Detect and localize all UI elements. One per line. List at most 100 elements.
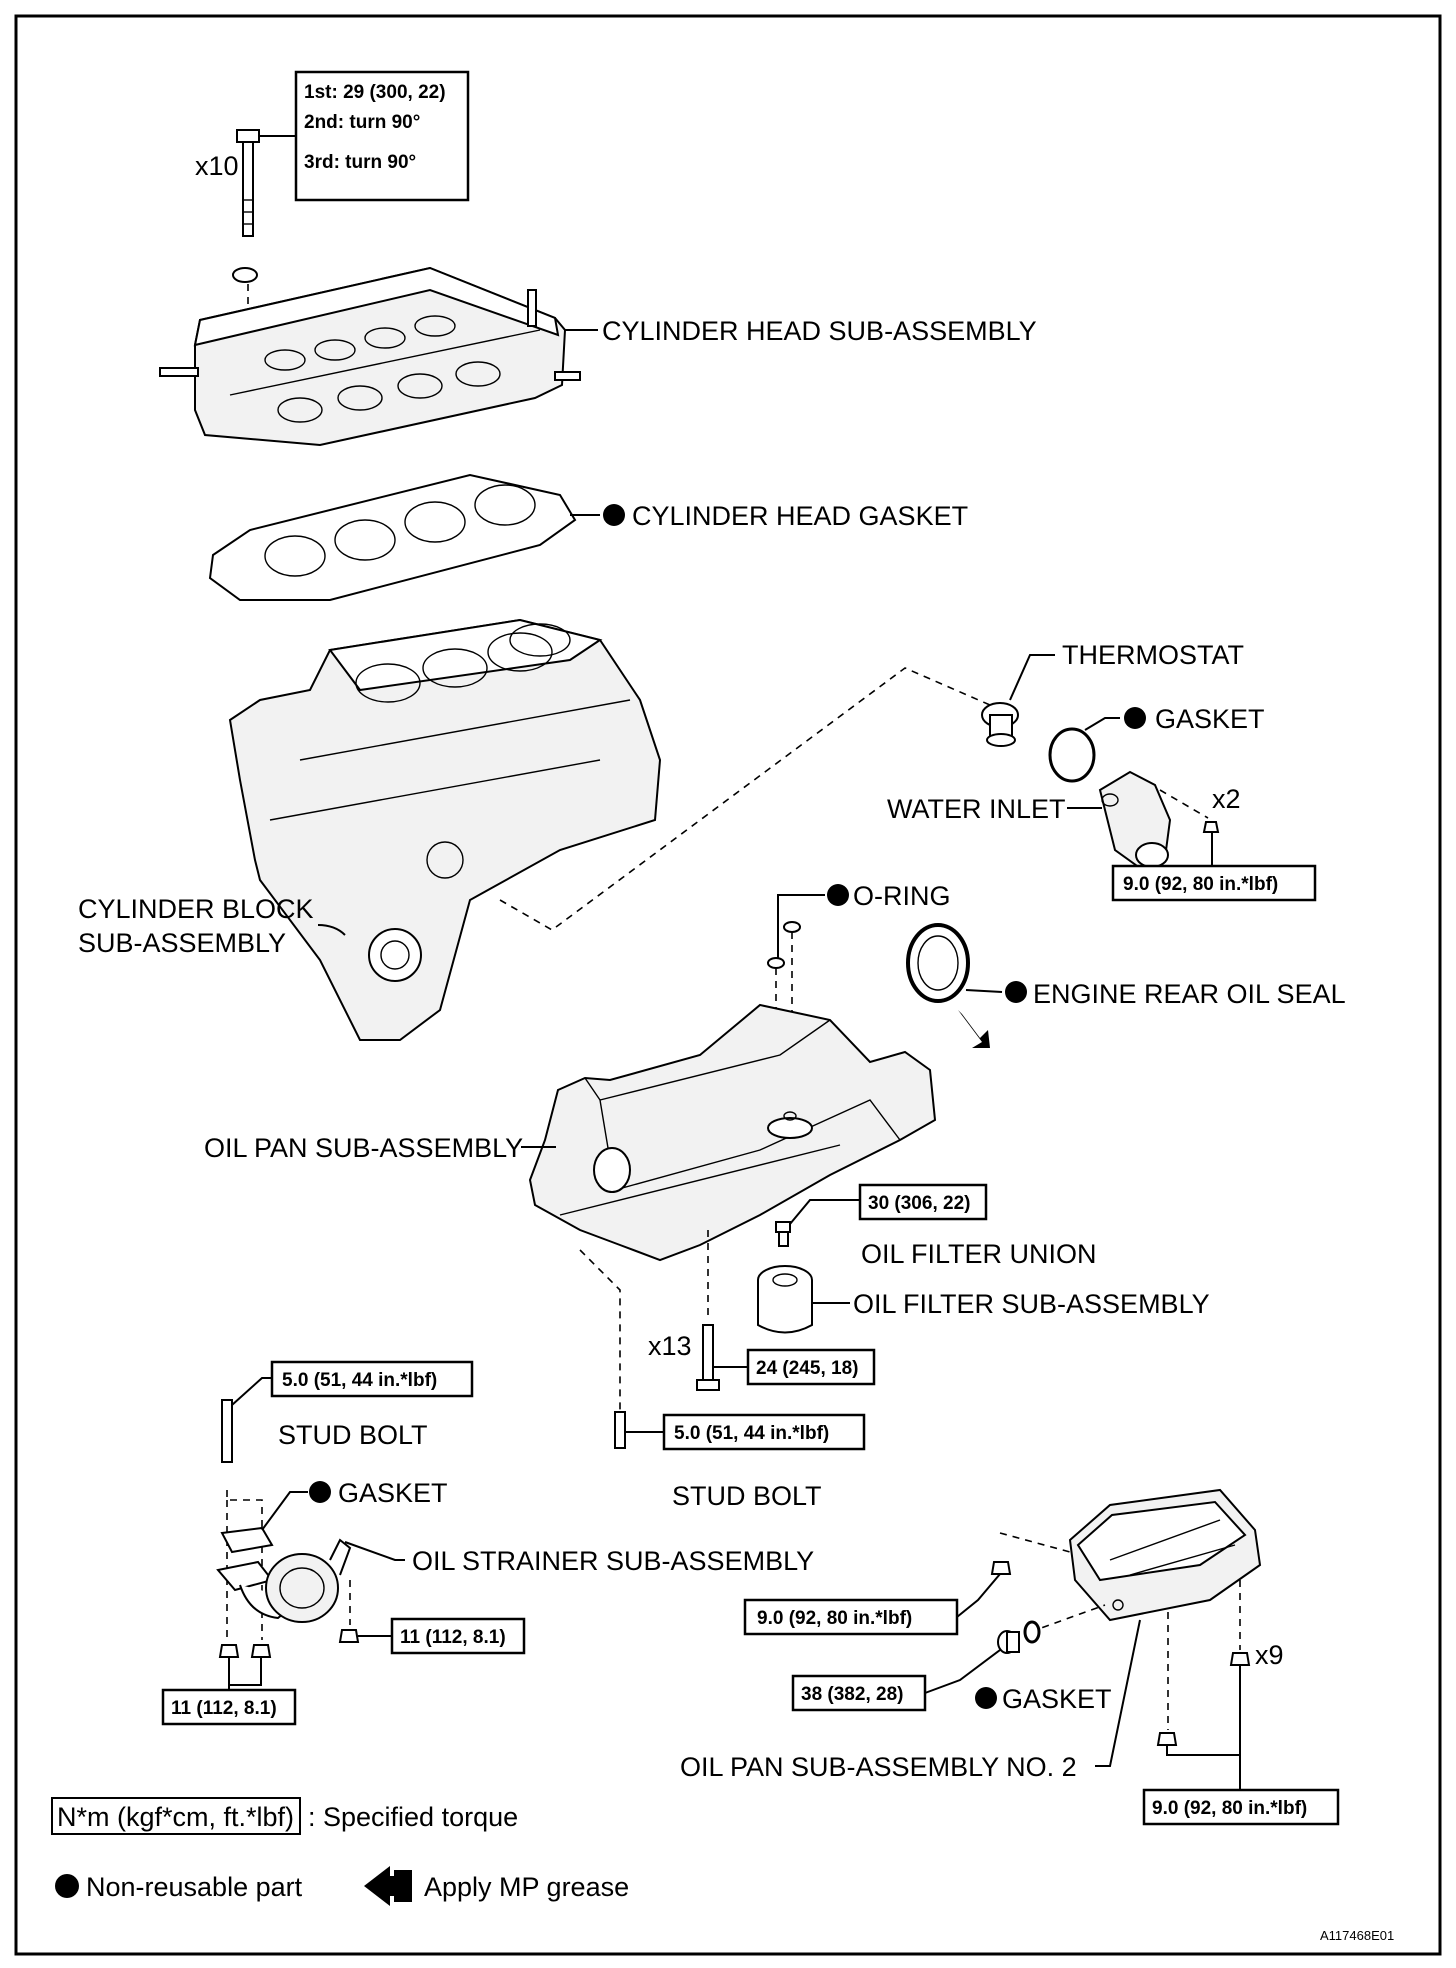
diagram-frame (14, 14, 1442, 1956)
o-ring-icon-b (767, 957, 785, 969)
center-stud-label: STUD BOLT (672, 1481, 822, 1511)
drain-plug-leader (924, 1649, 1001, 1694)
oil-pan-bolt-torque: 24 (245, 18) (756, 1358, 858, 1379)
head-bolt-step-3: 3rd: turn 90° (304, 152, 416, 173)
oil-strainer-label: OIL STRAINER SUB-ASSEMBLY (412, 1546, 814, 1576)
oil-strainer-leader (344, 1541, 405, 1561)
oil-filter-union-icon (775, 1221, 791, 1247)
pan-no2-left-bolt-icon (990, 1561, 1012, 1575)
center-stud-torque: 5.0 (51, 44 in.*lbf) (674, 1423, 829, 1444)
drain-plug-icon (997, 1630, 1020, 1654)
head-gasket-nonreusable-icon (603, 504, 625, 526)
figure-code: A117468E01 (1320, 1928, 1394, 1943)
legend-torque-box (51, 1797, 301, 1835)
water-inlet-label: WATER INLET (887, 794, 1066, 824)
left-stud-torque-box (270, 1360, 474, 1398)
head-bolt-washer-icon (232, 267, 258, 283)
legend-nonreusable-label: Non-reusable part (86, 1872, 303, 1902)
strainer-nut-torque-box (161, 1688, 297, 1726)
strainer-nut-leader-a (228, 1657, 262, 1686)
left-stud-torque: 5.0 (51, 44 in.*lbf) (282, 1370, 437, 1391)
water-passage-guide (499, 667, 991, 931)
water-inlet-torque-box (1111, 864, 1317, 902)
strainer-nut-torque: 11 (112, 8.1) (171, 1698, 277, 1719)
rear-oil-seal-inner-icon (917, 935, 959, 991)
strainer-bracket-torque-box (390, 1617, 526, 1655)
cylinder-head-gasket-icon (208, 473, 577, 601)
left-stud-label: STUD BOLT (278, 1420, 428, 1450)
drain-plug-torque: 38 (382, 28) (801, 1684, 903, 1705)
oil-filter-union-leader (789, 1199, 860, 1225)
oil-pan-no2-icon (1068, 1488, 1262, 1622)
water-inlet-qty: x2 (1212, 784, 1241, 814)
water-inlet-torque: 9.0 (92, 80 in.*lbf) (1123, 874, 1278, 895)
thermostat-gasket-icon (1048, 727, 1096, 783)
pan-no2-guide-left (999, 1532, 1071, 1553)
legend-grease-arrow-head-icon (364, 1866, 390, 1906)
oil-pan-no2-leader (1095, 1619, 1141, 1767)
strainer-gasket-label: GASKET (338, 1478, 448, 1508)
thermostat-gasket-label: GASKET (1155, 704, 1265, 734)
drain-plug-guide (1029, 1604, 1106, 1633)
pan-no2-right-torque: 9.0 (92, 80 in.*lbf) (1152, 1798, 1307, 1819)
center-stud-torque-box (662, 1413, 866, 1451)
strainer-bracket-bolt-icon (338, 1629, 360, 1643)
cylinder-block-label-1: CYLINDER BLOCK (78, 894, 314, 924)
rear-oil-seal-label: ENGINE REAR OIL SEAL (1033, 979, 1346, 1009)
oil-filter-union-label: OIL FILTER UNION (861, 1239, 1097, 1269)
thermostat-icon (981, 702, 1019, 747)
thermostat-leader (1009, 654, 1055, 701)
thermostat-gasket-leader (1084, 717, 1120, 731)
oil-pan-no2-label: OIL PAN SUB-ASSEMBLY NO. 2 (680, 1752, 1077, 1782)
head-bolt-step-2: 2nd: turn 90° (304, 112, 420, 133)
cylinder-head-gasket-label: CYLINDER HEAD GASKET (632, 501, 968, 531)
pan-no2-left-leader (956, 1573, 1001, 1618)
drain-plug-torque-box (791, 1674, 927, 1712)
cylinder-head-icon (159, 266, 581, 447)
o-ring-nonreusable-icon (827, 884, 849, 906)
oil-filter-label: OIL FILTER SUB-ASSEMBLY (853, 1289, 1210, 1319)
center-stud-bolt-icon (614, 1411, 626, 1449)
strainer-gasket-icon (220, 1526, 274, 1554)
legend-grease-label: Apply MP grease (424, 1872, 629, 1902)
thermostat-label: THERMOSTAT (1062, 640, 1244, 670)
strainer-nut-icon-1 (218, 1644, 240, 1658)
oil-filter-union-torque: 30 (306, 22) (868, 1193, 970, 1214)
oil-pan-icon (528, 1003, 937, 1262)
o-ring-leader (777, 894, 825, 960)
oil-filter-union-torque-box (858, 1183, 988, 1221)
oil-pan-no2-qty: x9 (1255, 1640, 1284, 1670)
left-stud-leader (231, 1377, 272, 1406)
water-inlet-bolt-guide (1159, 789, 1209, 819)
cylinder-head-label: CYLINDER HEAD SUB-ASSEMBLY (602, 316, 1037, 346)
strainer-bracket-torque: 11 (112, 8.1) (400, 1627, 506, 1648)
strainer-gasket-leader (261, 1491, 308, 1531)
oil-pan-bolt-icon (696, 1324, 720, 1391)
water-inlet-icon (1098, 770, 1172, 870)
o-ring-label: O-RING (853, 881, 951, 911)
center-stud-guide (579, 1249, 621, 1410)
legend-torque-unit: N*m (kgf*cm, ft.*lbf) (57, 1802, 294, 1832)
cylinder-block-label-2: SUB-ASSEMBLY (78, 928, 286, 958)
oil-strainer-icon (216, 1538, 352, 1623)
oil-pan-bolt-torque-box (746, 1348, 876, 1386)
legend-grease-arrow-icon (383, 1870, 412, 1902)
drain-gasket-nonreusable-icon (975, 1687, 997, 1709)
left-stud-bolt-icon (221, 1399, 233, 1463)
pan-no2-right-bolt-icon (1229, 1652, 1251, 1666)
pan-no2-left-torque-box (743, 1598, 959, 1636)
strainer-gasket-nonreusable-icon (309, 1481, 331, 1503)
oil-pan-bolt-qty: x13 (648, 1331, 692, 1361)
rear-oil-seal-nonreusable-icon (1005, 981, 1027, 1003)
o-ring-icon-a (783, 921, 801, 933)
oil-pan-label: OIL PAN SUB-ASSEMBLY (204, 1133, 523, 1163)
thermostat-gasket-nonreusable-icon (1124, 707, 1146, 729)
rear-oil-seal-grease-arrow-icon (958, 1010, 990, 1048)
pan-no2-right-torque-box (1142, 1788, 1340, 1826)
cylinder-block-icon (228, 618, 662, 1041)
water-inlet-bolt-icon (1202, 821, 1220, 833)
head-bolt-torque-box (294, 70, 470, 202)
rear-oil-seal-leader (965, 989, 1003, 993)
cylinder-block-leader (317, 924, 346, 936)
